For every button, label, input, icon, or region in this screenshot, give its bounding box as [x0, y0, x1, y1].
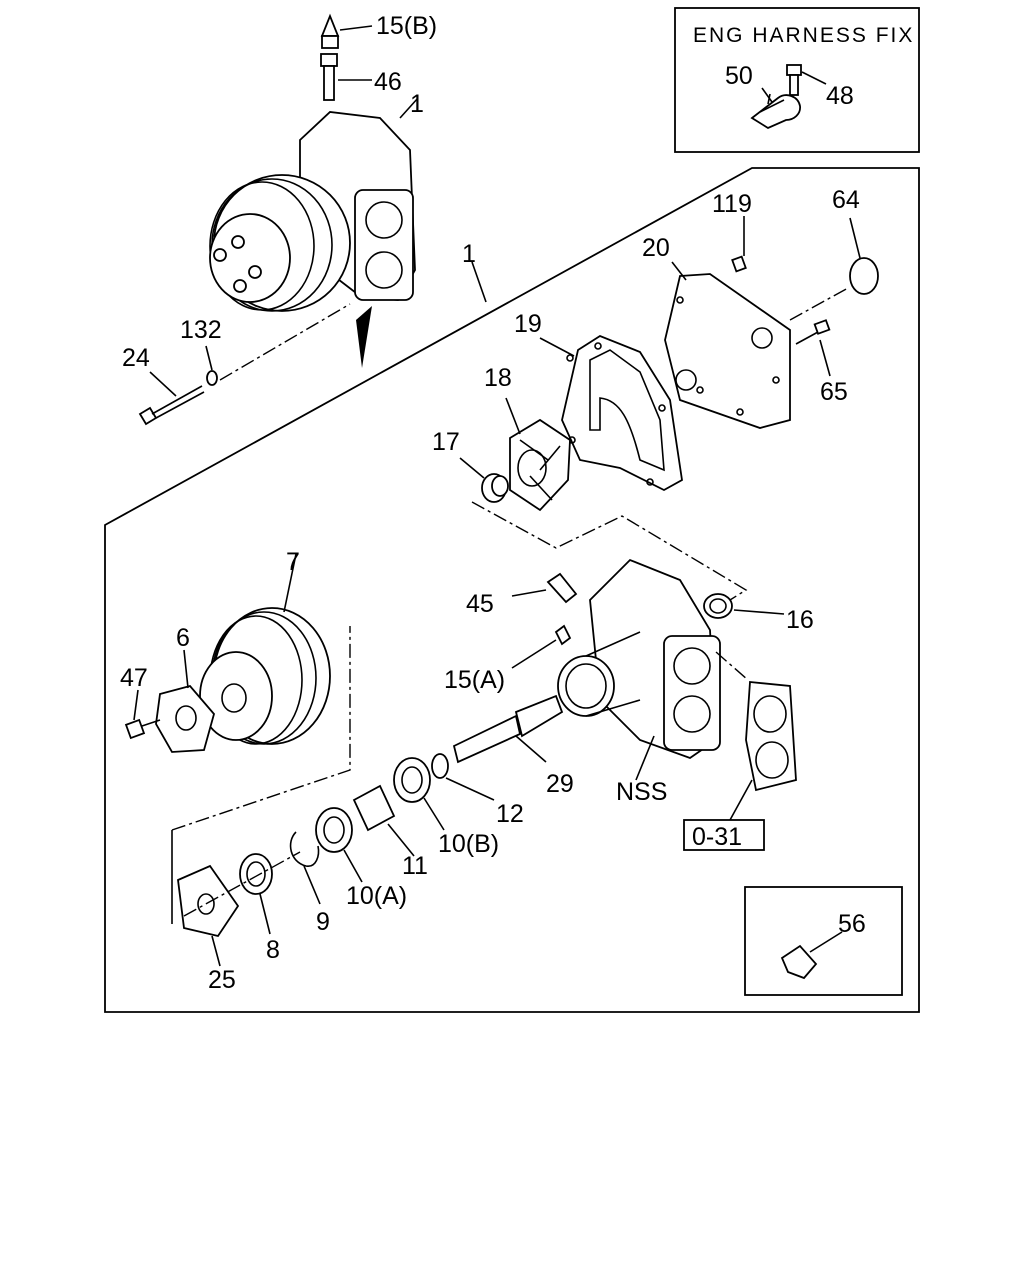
bolt-24 [138, 406, 158, 426]
harness-clip [750, 94, 801, 130]
ref-box-label: 0-31 [692, 823, 742, 851]
callout-15a: 15(A) [444, 666, 505, 694]
callout-17: 17 [432, 428, 460, 456]
callout-48: 48 [826, 82, 854, 110]
seal-16 [703, 593, 785, 619]
callout-10b: 10(B) [438, 830, 499, 858]
ref-box-frame [683, 819, 765, 851]
callout-11: 11 [402, 852, 428, 880]
bolt-46 [320, 53, 338, 67]
callout-50: 50 [725, 62, 753, 90]
bolt-65 [813, 319, 831, 335]
callout-45: 45 [466, 590, 494, 618]
fitting-15b [320, 13, 340, 37]
callout-10a: 10(A) [346, 882, 407, 910]
seal-8 [239, 853, 273, 935]
bolt-48 [786, 64, 802, 76]
washer-132 [206, 370, 218, 386]
callout-8: 8 [266, 936, 280, 964]
callout-9: 9 [316, 908, 330, 936]
callout-29: 29 [546, 770, 574, 798]
plate-6 [155, 649, 215, 753]
inset-56 [744, 886, 903, 996]
callout-20: 20 [642, 234, 670, 262]
callout-56: 56 [838, 910, 866, 938]
pump-housing-nss [557, 558, 721, 781]
bolt-47 [124, 689, 161, 740]
callout-132: 132 [180, 316, 222, 344]
seal-17 [459, 457, 509, 503]
exploded-view-frame [104, 167, 920, 1013]
callout-25: 25 [208, 966, 236, 994]
callout-18: 18 [484, 364, 512, 392]
callout-65: 65 [820, 378, 848, 406]
callout-46: 46 [374, 68, 402, 96]
o-ring-64 [849, 257, 879, 295]
callout-16: 16 [786, 606, 814, 634]
bearing-10a [315, 807, 363, 883]
rear-cover-plate [664, 216, 879, 429]
callout-19: 19 [514, 310, 542, 338]
gasket-flange [715, 651, 797, 821]
callout-119: 119 [712, 190, 752, 218]
pipe-45 [511, 572, 578, 604]
callout-24: 24 [122, 344, 150, 372]
callout-15b: 15(B) [376, 12, 437, 40]
callout-12: 12 [496, 800, 524, 828]
assembled-pump [138, 13, 419, 426]
harness-fix-inset: ENG HARNESS FIX 50 48 [674, 7, 920, 153]
inset-title: ENG HARNESS FIX [693, 24, 914, 47]
bearing-10b [393, 757, 445, 831]
bolt-119 [731, 255, 747, 273]
spacer-11 [352, 784, 415, 857]
snap-ring-9 [289, 831, 321, 905]
flange-25 [177, 864, 240, 967]
callout-nss: NSS [616, 778, 667, 806]
callout-6: 6 [176, 624, 190, 652]
callout-1-top: 1 [410, 90, 424, 118]
direction-arrow [356, 306, 372, 368]
callout-64: 64 [832, 186, 860, 214]
callout-7: 7 [286, 548, 300, 576]
washer-12 [431, 753, 449, 779]
callout-1-main: 1 [462, 240, 476, 268]
plug-56 [780, 944, 818, 980]
shaft-29 [452, 694, 564, 764]
impeller-18 [505, 397, 571, 512]
fitting-15a [511, 624, 572, 669]
callout-47: 47 [120, 664, 148, 692]
gasket-19 [539, 334, 683, 492]
pulley-7 [199, 553, 331, 745]
